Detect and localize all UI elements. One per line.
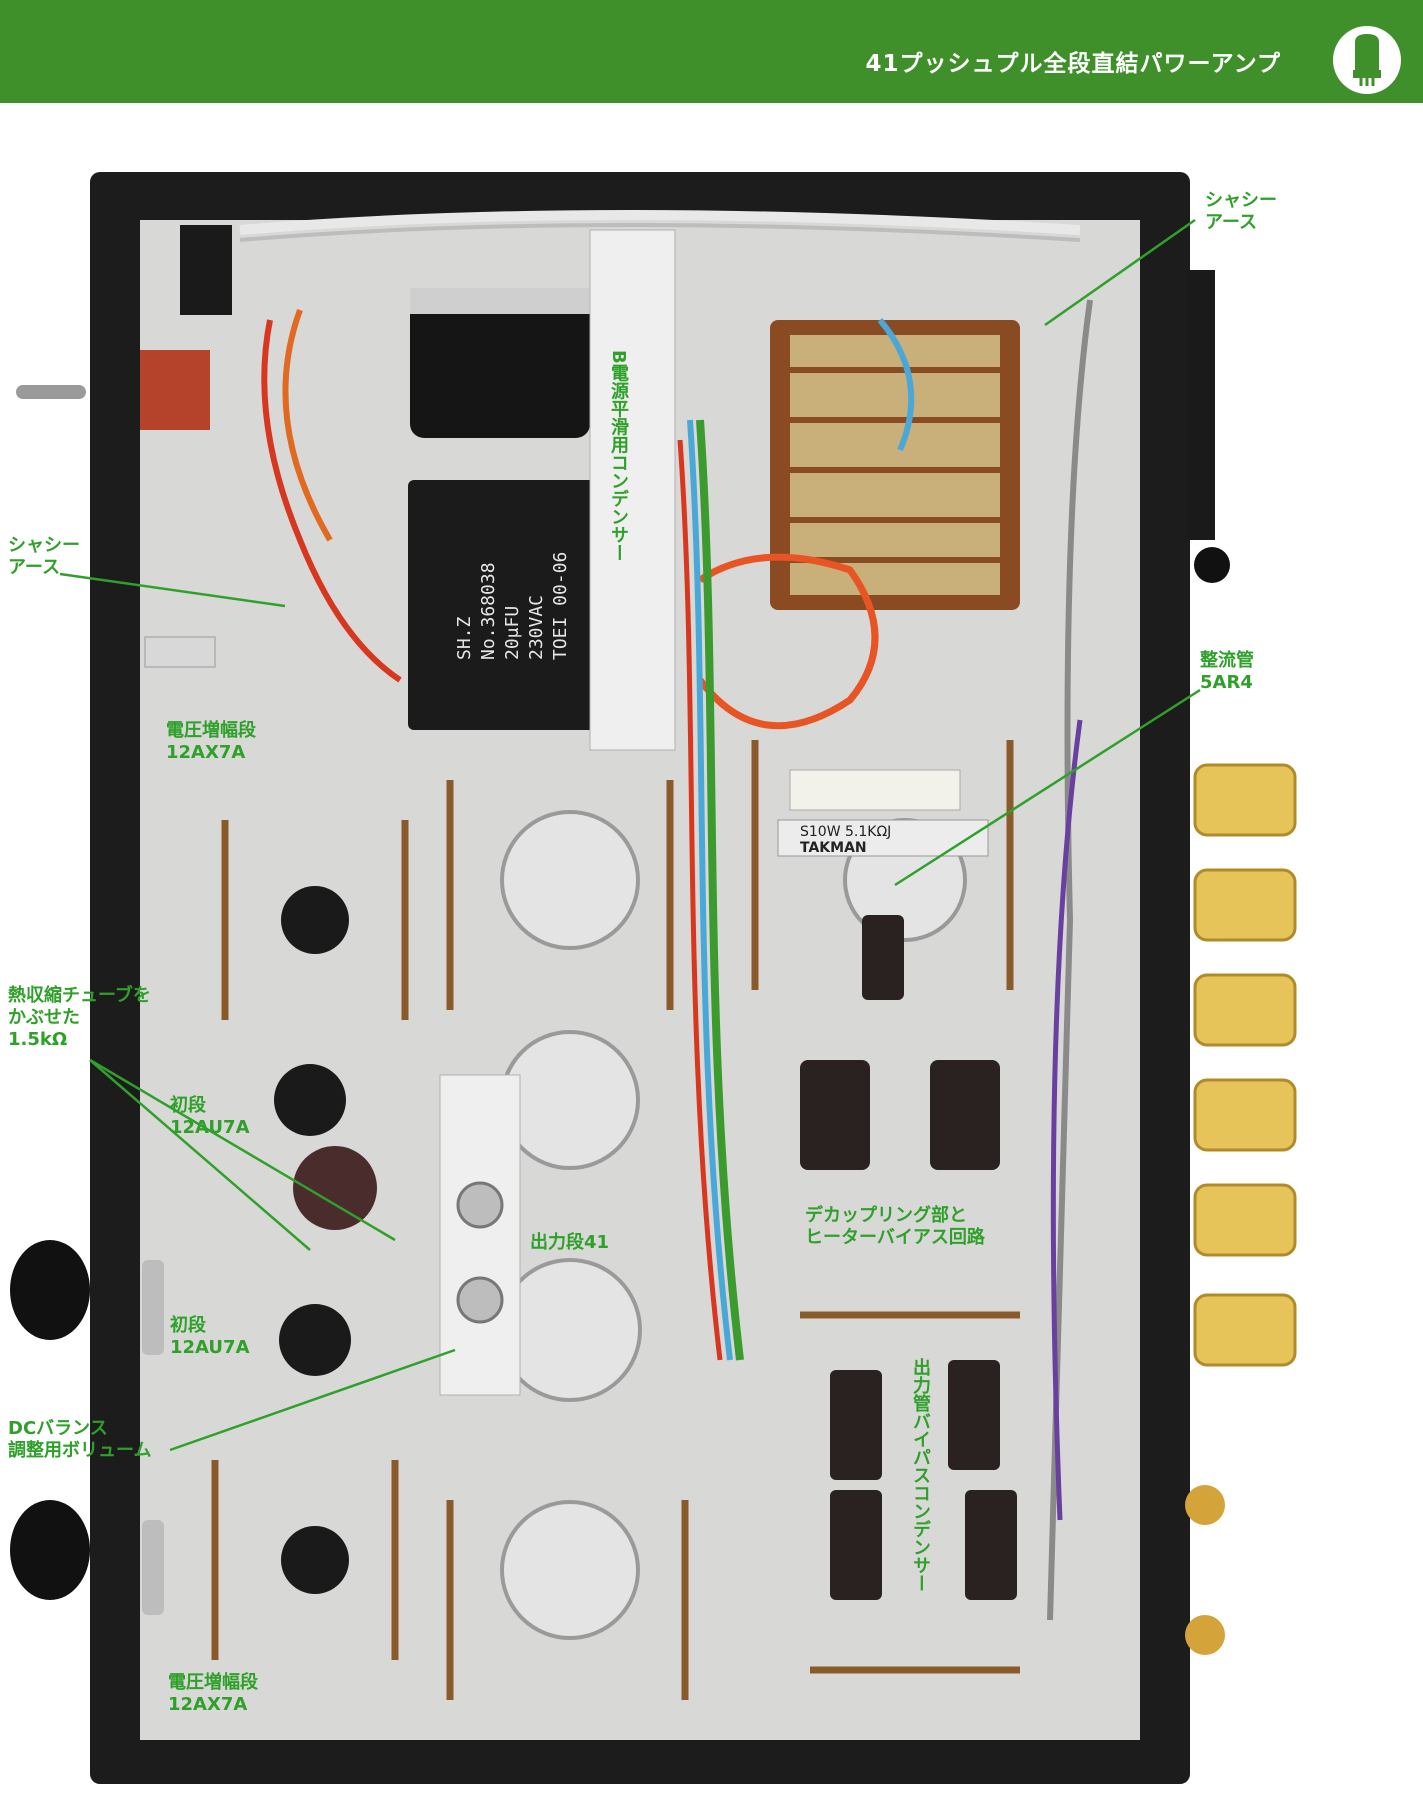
label-decoupling: デカップリング部と ヒーターバイアス回路 — [805, 1205, 985, 1248]
label-chassis-ground-top: シャシー アース — [1205, 190, 1277, 233]
capacitor-print-3: 20μFU — [502, 606, 523, 660]
label-chassis-ground-left: シャシー アース — [8, 535, 80, 578]
label-heat-shrink-resistor: 熱収縮チューブを かぶせた 1.5kΩ — [8, 985, 151, 1050]
capacitor-print-1: SH.Z — [454, 616, 475, 660]
vacuum-tube-icon — [1333, 26, 1401, 94]
label-rectifier-tube: 整流管 5AR4 — [1200, 650, 1254, 693]
label-dc-balance: DCバランス 調整用ボリューム — [8, 1418, 152, 1461]
label-voltage-amp-top: 電圧増幅段 12AX7A — [166, 720, 256, 763]
resistor-brand: TAKMAN — [800, 840, 867, 856]
label-output-bypass: 出力管バイパスコンデンサー — [910, 1358, 931, 1592]
capacitor-print-2: No.368038 — [478, 562, 499, 660]
resistor-print: S10W 5.1KΩJ — [800, 824, 891, 840]
label-voltage-amp-bottom: 電圧増幅段 12AX7A — [168, 1672, 258, 1715]
label-first-stage-bottom: 初段 12AU7A — [170, 1315, 250, 1358]
page-title: 41プッシュプル全段直結パワーアンプ — [865, 51, 1281, 77]
label-first-stage-top: 初段 12AU7A — [170, 1095, 250, 1138]
amplifier-chassis-photo: SH.Z No.368038 20μFU 230VAC TOEI 00-06 — [10, 172, 1297, 1784]
label-output-stage: 出力段41 — [530, 1232, 610, 1253]
capacitor-print-5: TOEI 00-06 — [550, 552, 571, 660]
header-bar: 41プッシュプル全段直結パワーアンプ — [0, 0, 1423, 103]
capacitor-print-4: 230VAC — [526, 595, 547, 660]
label-b-power-capacitor: B電源平滑用コンデンサー — [608, 350, 629, 562]
